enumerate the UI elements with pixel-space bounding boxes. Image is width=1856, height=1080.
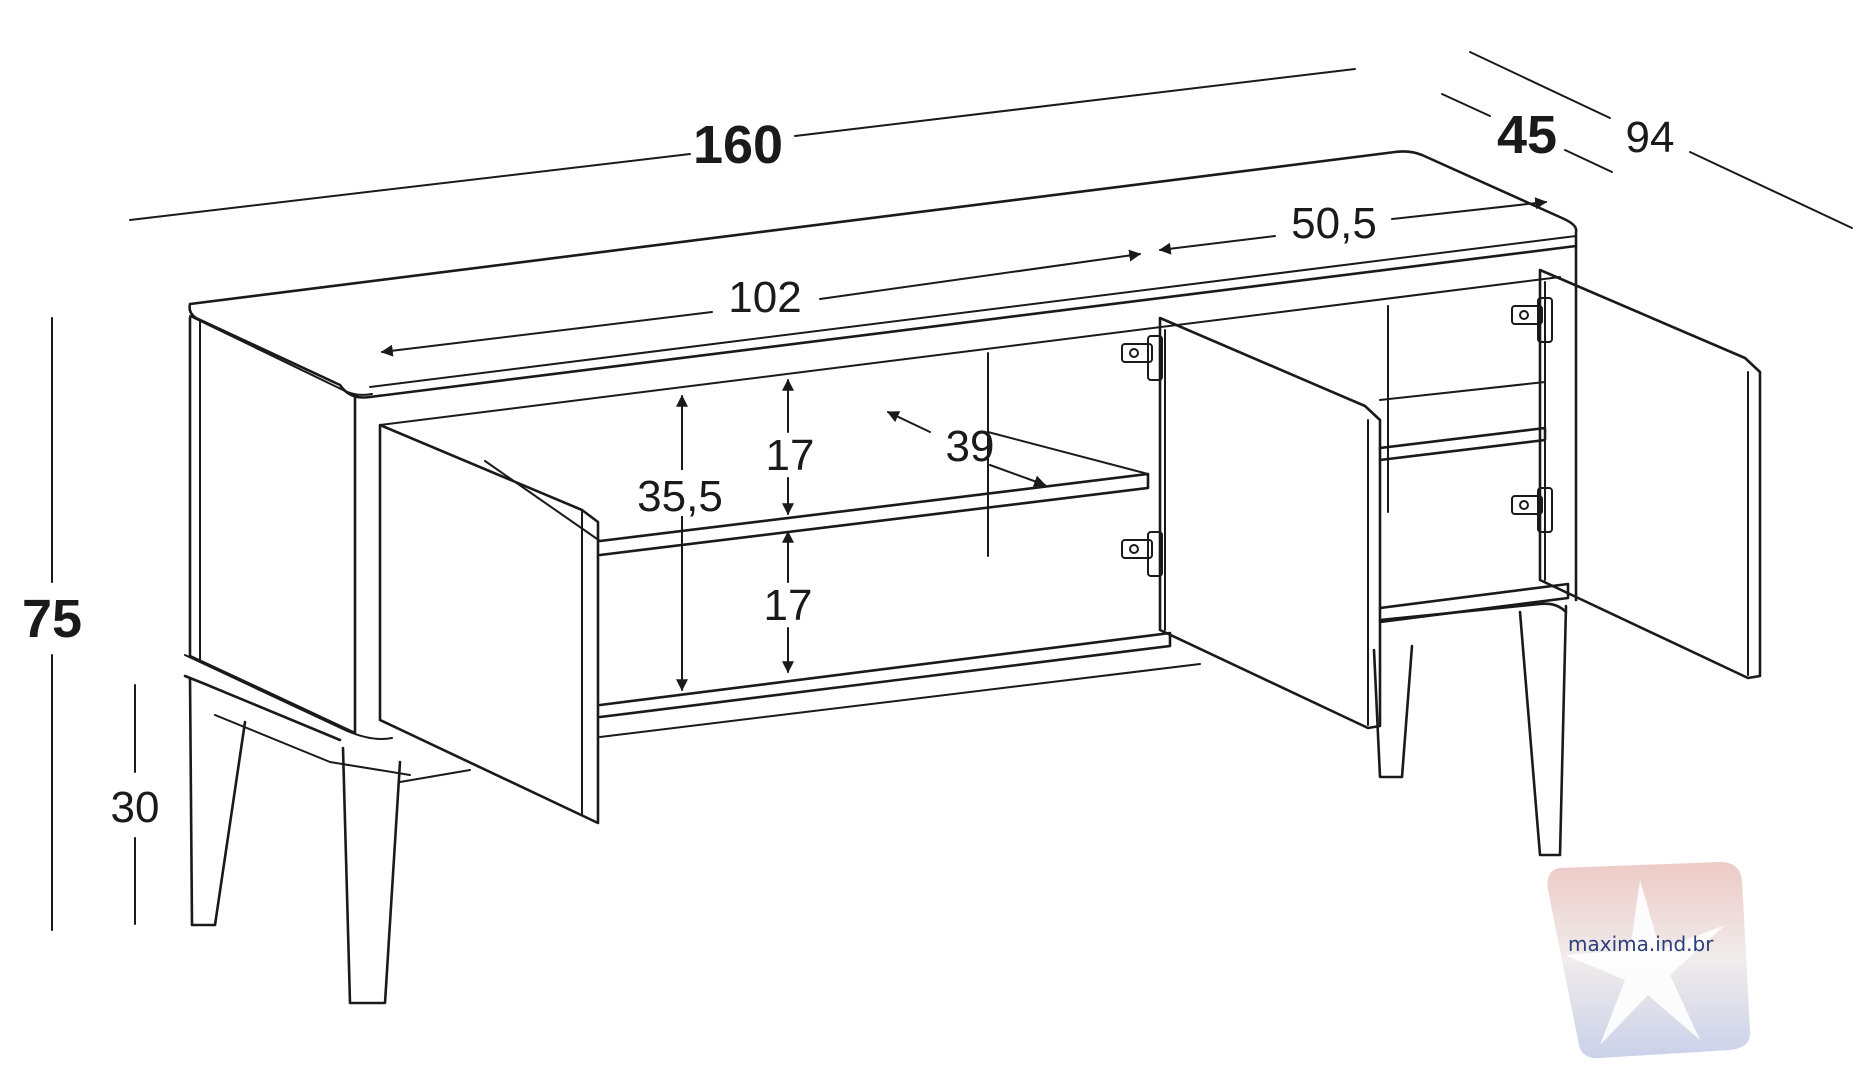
arrow-shelf-depth-bottom [989, 464, 1047, 487]
hinge-icon [1511, 297, 1553, 343]
leg-back-left [341, 746, 402, 1005]
label-depth: 45 [1497, 105, 1557, 165]
dim-line-open-a [1469, 51, 1611, 119]
arrow-102-right [819, 249, 1142, 300]
label-total-width: 160 [693, 115, 783, 175]
watermark-logo [1547, 862, 1751, 1059]
label-total-height: 75 [22, 589, 82, 649]
watermark-text: maxima.ind.br [1568, 932, 1714, 956]
leg-back-right [1372, 644, 1414, 779]
right-door [1538, 268, 1762, 680]
dim-line-width-left [129, 153, 691, 221]
left-door [378, 423, 600, 825]
label-right-compartment-width: 50,5 [1291, 199, 1377, 248]
label-depth-open: 94 [1626, 113, 1675, 162]
label-upper-clearance: 17 [766, 431, 815, 480]
label-inner-height: 35,5 [637, 472, 723, 521]
left-side-panel [184, 316, 393, 740]
middle-door [1158, 316, 1382, 730]
leg-front-left [188, 676, 247, 927]
cabinet-top [188, 150, 1578, 399]
inner-height-label-bg [628, 470, 738, 516]
cabinet-interior [379, 276, 1570, 738]
dim-line-depth-a [1441, 93, 1491, 117]
hinge-icon [1511, 487, 1553, 533]
star-icon [1565, 880, 1725, 1045]
base-frame [183, 602, 1568, 783]
hinge-icon [1121, 531, 1163, 577]
arrow-shelf-depth-top [886, 411, 931, 433]
arrow-102-left [380, 311, 713, 357]
label-shelf-depth: 39 [946, 422, 995, 471]
label-left-compartment-width: 102 [728, 273, 801, 322]
leg-front-right [1518, 604, 1568, 857]
dim-line-open-b [1689, 151, 1853, 229]
arrow-505-right [1391, 197, 1548, 220]
hinge-icon [1121, 335, 1163, 381]
arrow-505-left [1158, 235, 1276, 255]
dim-line-depth-b [1564, 149, 1613, 173]
dim-line-width-right [794, 68, 1356, 137]
label-leg-height: 30 [111, 783, 160, 832]
label-lower-clearance: 17 [764, 581, 813, 630]
